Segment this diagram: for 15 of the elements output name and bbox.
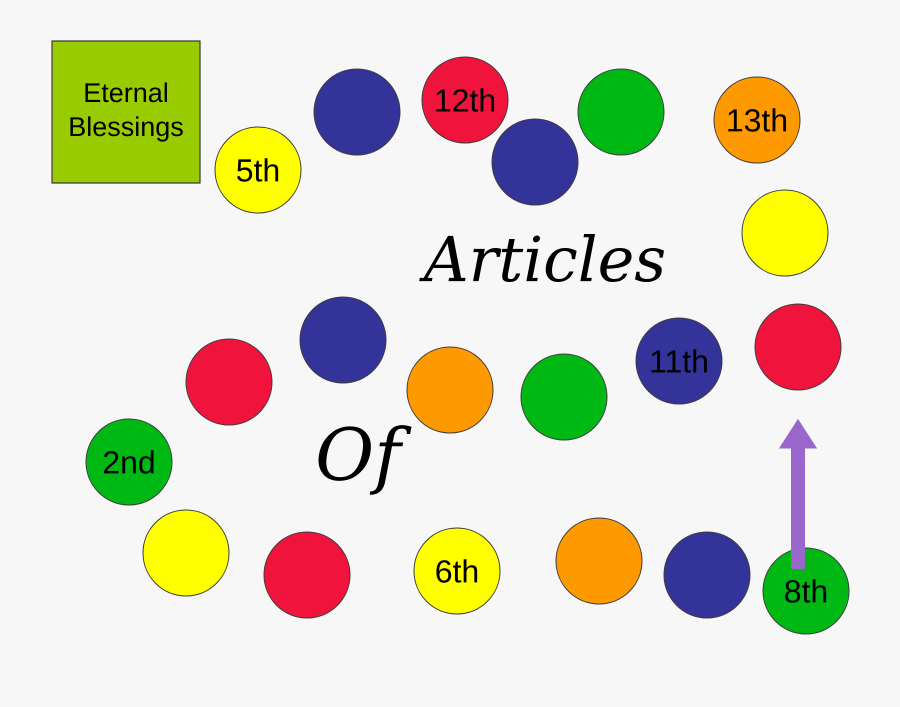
game-circle	[142, 510, 230, 596]
game-circle	[754, 304, 842, 390]
game-circle	[578, 68, 664, 156]
game-circle	[300, 296, 386, 384]
game-circle	[556, 518, 642, 604]
game-circle	[492, 118, 578, 206]
game-circle	[520, 354, 608, 440]
label-box: Eternal Blessings	[51, 40, 201, 184]
game-circle	[742, 190, 828, 276]
game-circle	[314, 68, 400, 156]
game-circle	[664, 532, 750, 618]
game-circle	[186, 338, 272, 426]
handwritten-word: Articles	[419, 234, 664, 282]
game-circle	[264, 532, 350, 618]
handwritten-word: Of	[318, 425, 412, 495]
